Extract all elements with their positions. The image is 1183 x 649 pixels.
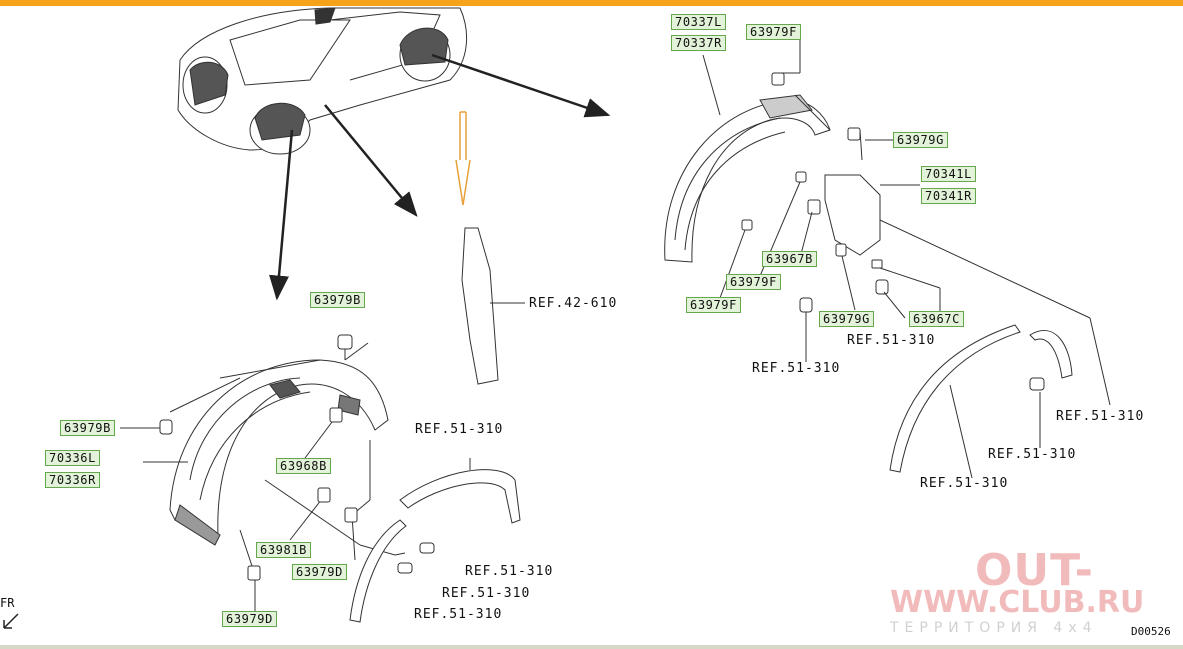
part-label-70337L[interactable]: 70337L — [671, 14, 726, 30]
part-label-63979B-top[interactable]: 63979B — [310, 292, 365, 308]
part-label-63968B[interactable]: 63968B — [276, 458, 331, 474]
part-label-63981B[interactable]: 63981B — [256, 542, 311, 558]
arrow-rear-liner — [431, 53, 611, 118]
diagram-code: D00526 — [1131, 625, 1171, 638]
top-accent-bar — [0, 0, 1183, 6]
watermark-line1: OUT- — [975, 545, 1094, 596]
ref-label-51-310-c[interactable]: REF.51-310 — [1056, 409, 1145, 424]
ref-label-51-310-f[interactable]: REF.51-310 — [415, 422, 504, 437]
rear-leaders — [702, 38, 1111, 479]
watermark-line2: WWW.CLUB.RU — [890, 585, 1145, 620]
part-label-70341L[interactable]: 70341L — [921, 166, 976, 182]
part-label-63979G-bottom[interactable]: 63979G — [819, 311, 874, 327]
bottom-border — [0, 645, 1183, 649]
part-label-70341R[interactable]: 70341R — [921, 188, 976, 204]
ref-label-42-610[interactable]: REF.42-610 — [529, 296, 618, 311]
part-label-63979F-top[interactable]: 63979F — [746, 24, 801, 40]
ref-label-51-310-i[interactable]: REF.51-310 — [414, 607, 503, 622]
part-label-63979F-mid[interactable]: 63979F — [726, 274, 781, 290]
ref-label-51-310-e[interactable]: REF.51-310 — [920, 476, 1009, 491]
part-label-63967B[interactable]: 63967B — [762, 251, 817, 267]
arrow-mudflap — [324, 104, 418, 217]
part-label-63979D-b[interactable]: 63979D — [222, 611, 277, 627]
front-leaders — [120, 342, 471, 612]
ref-label-51-310-g[interactable]: REF.51-310 — [465, 564, 554, 579]
rear-fender-trims — [889, 324, 1073, 473]
rear-clips — [741, 72, 1045, 391]
arrow-front-liner — [269, 129, 294, 301]
part-label-70336R[interactable]: 70336R — [45, 472, 100, 488]
front-direction-label: FR — [0, 596, 15, 610]
orange-arrow — [455, 111, 471, 206]
front-clips — [159, 334, 435, 581]
part-label-63979B-left[interactable]: 63979B — [60, 420, 115, 436]
fr-arrow — [3, 613, 19, 629]
part-label-63967C[interactable]: 63967C — [909, 311, 964, 327]
front-fender-trims — [349, 469, 521, 623]
part-label-70336L[interactable]: 70336L — [45, 450, 100, 466]
mud-flap-part — [461, 227, 499, 385]
part-label-63979F-low[interactable]: 63979F — [686, 297, 741, 313]
part-label-63979G-right[interactable]: 63979G — [893, 132, 948, 148]
part-label-63979D-a[interactable]: 63979D — [292, 564, 347, 580]
ref-label-51-310-h[interactable]: REF.51-310 — [442, 586, 531, 601]
front-wheel-liner — [169, 359, 389, 546]
watermark-line3: ТЕРРИТОРИЯ 4x4 — [890, 620, 1098, 636]
ref-label-51-310-a[interactable]: REF.51-310 — [847, 333, 936, 348]
part-label-70337R[interactable]: 70337R — [671, 35, 726, 51]
vehicle-sketch — [177, 7, 468, 155]
ref-label-51-310-d[interactable]: REF.51-310 — [988, 447, 1077, 462]
rear-splash-shield — [824, 174, 881, 256]
ref-label-51-310-b[interactable]: REF.51-310 — [752, 361, 841, 376]
